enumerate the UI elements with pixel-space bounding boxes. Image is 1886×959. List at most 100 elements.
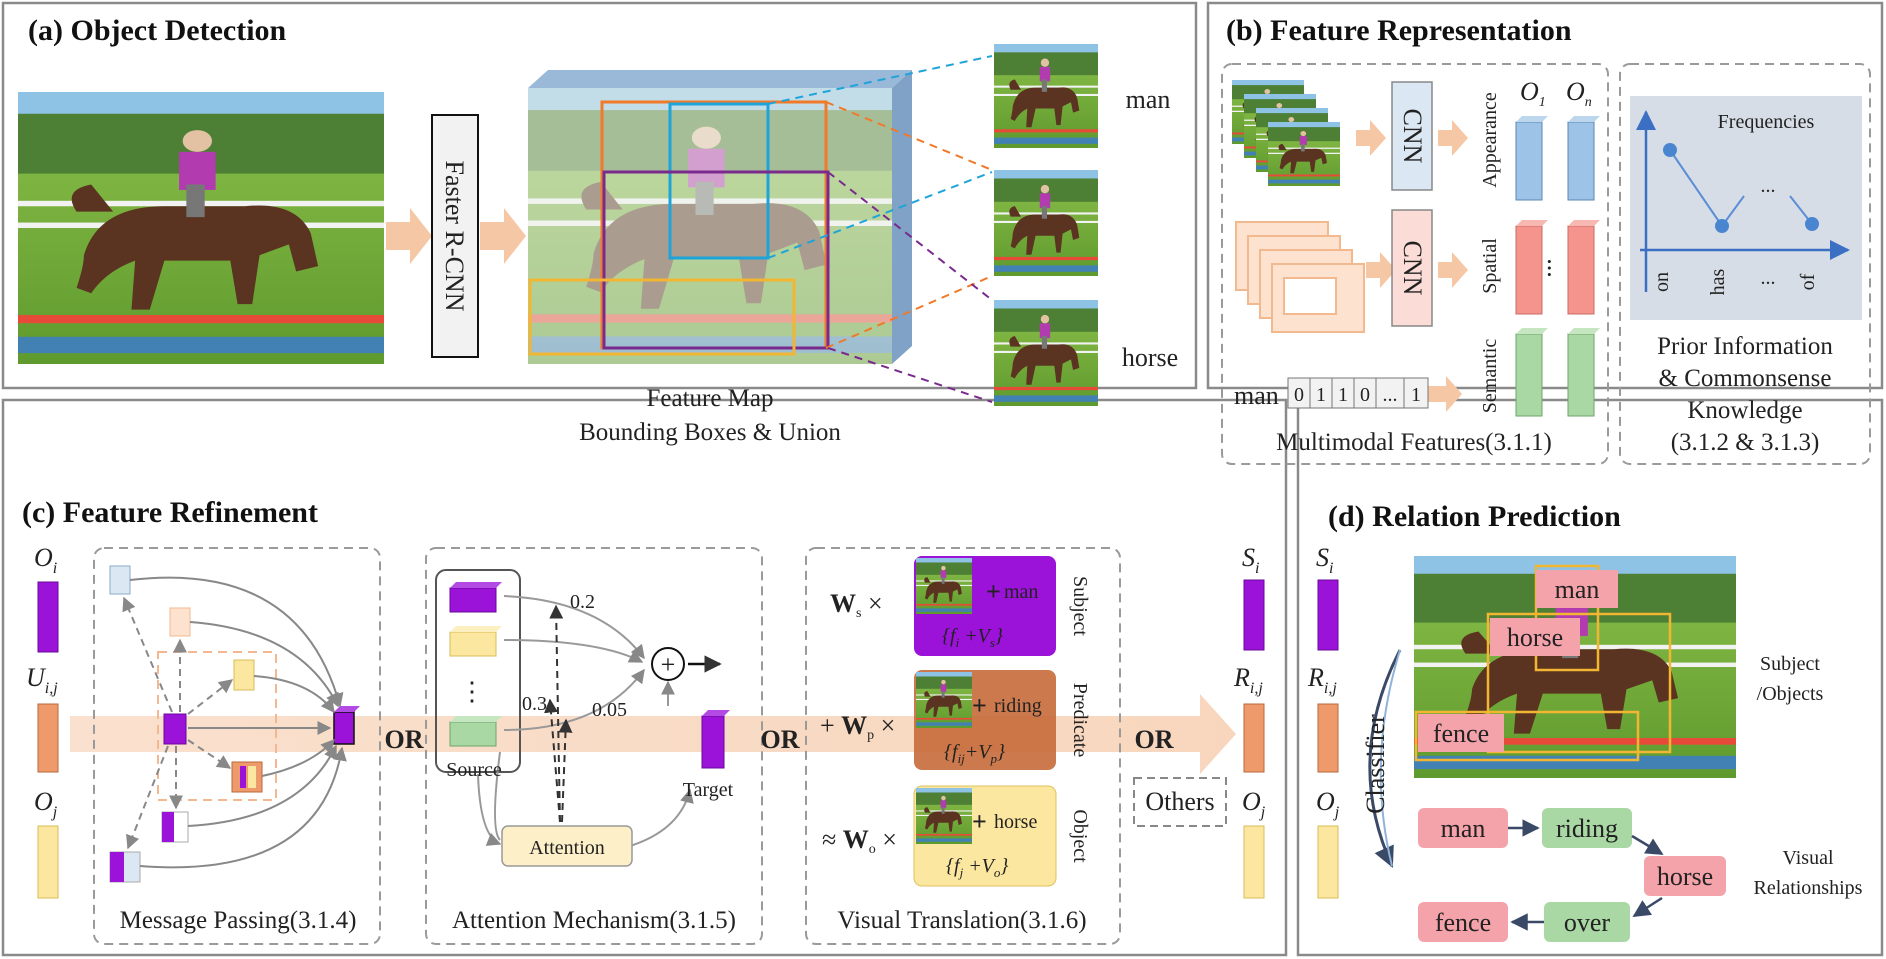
classifier-label: Classifier xyxy=(1361,714,1390,814)
svg-text:of: of xyxy=(1797,273,1819,290)
ws-term: Ws × xyxy=(830,589,883,621)
panel-a-title: (a) Object Detection xyxy=(28,14,287,47)
oi-bar xyxy=(37,581,59,653)
node-horse: horse xyxy=(1657,862,1713,891)
cnn-spatial: CNN xyxy=(1391,209,1433,327)
visual-relationships-caption-2: Relationships xyxy=(1754,877,1863,899)
bbox-man-blue xyxy=(668,102,770,260)
svg-text:CNN: CNN xyxy=(1398,241,1427,296)
oi-label: Oi xyxy=(34,543,57,577)
or-label-3: OR xyxy=(1135,725,1174,754)
prior-caption-1: Prior Information xyxy=(1657,333,1833,360)
o1-label: O1 xyxy=(1520,77,1546,110)
d-rij-label: Ri,j xyxy=(1307,663,1337,697)
svg-text:1: 1 xyxy=(1338,384,1348,406)
multimodal-group xyxy=(1221,63,1609,465)
onehot-vector: 0 1 1 0 ... 1 xyxy=(1287,377,1429,409)
svg-text:+: + xyxy=(661,650,676,679)
svg-text:+: + xyxy=(986,577,1001,606)
bbox-fence-yellow xyxy=(528,278,796,356)
spatial-masks xyxy=(1235,221,1365,333)
visual-translation-caption: Visual Translation(3.1.6) xyxy=(837,907,1086,934)
d-rij-bar xyxy=(1317,703,1339,773)
weight-1: 0.3 xyxy=(522,693,547,715)
crop-man xyxy=(994,44,1098,148)
visual-translation-group xyxy=(805,547,1121,945)
node-man: man xyxy=(1441,814,1486,843)
wo-term: ≈ Wo × xyxy=(822,825,897,857)
svg-text:1: 1 xyxy=(1411,384,1421,406)
crop-horse xyxy=(994,300,1098,406)
input-photo xyxy=(18,92,384,364)
uij-label: Ui,j xyxy=(26,663,58,697)
or-label-2: OR xyxy=(761,725,800,754)
multimodal-caption: Multimodal Features(3.1.1) xyxy=(1276,429,1552,456)
subject-objects-caption-2: /Objects xyxy=(1757,683,1824,705)
d-oj-bar xyxy=(1317,825,1339,899)
word-label-man: man xyxy=(1234,381,1279,410)
appearance-label: Appearance xyxy=(1479,92,1501,188)
target-label: Target xyxy=(683,779,734,801)
predicate-side-label: Predicate xyxy=(1069,683,1091,758)
arrow-detector-to-featuremap xyxy=(480,208,526,264)
attention-diagram: ⋮ + Attention 0.2 0.3 0.05 Source Target xyxy=(435,569,734,867)
relationship-graph: man riding horse fence over xyxy=(1418,808,1726,942)
svg-text:...: ... xyxy=(1383,384,1398,406)
feature-map-caption-2: Bounding Boxes & Union xyxy=(579,419,841,446)
visual-translation: Ws × + Wp × ≈ Wo × + man {fi +Vs} + ridi… xyxy=(820,556,1091,887)
pred-label-man: man xyxy=(1555,575,1600,604)
node-over: over xyxy=(1564,908,1611,937)
crop-connectors xyxy=(767,55,993,403)
feature-map xyxy=(528,70,912,364)
attention-box-label: Attention xyxy=(529,837,605,859)
message-passing-graph xyxy=(109,565,360,883)
visual-relationships-caption-1: Visual xyxy=(1782,847,1833,869)
predicate-word: riding xyxy=(994,695,1042,717)
pred-box-horse xyxy=(1486,612,1672,754)
d-oj-label: Oj xyxy=(1316,787,1340,821)
b-ellipsis: ... xyxy=(1542,258,1571,278)
message-passing-caption: Message Passing(3.1.4) xyxy=(120,907,357,934)
d-si-label: Si xyxy=(1316,543,1333,577)
crop-label-man: man xyxy=(1126,85,1171,114)
attention-caption: Attention Mechanism(3.1.5) xyxy=(452,907,736,934)
crop-union xyxy=(994,170,1098,276)
rij-out-label: Ri,j xyxy=(1233,663,1263,697)
node-riding: riding xyxy=(1556,814,1618,843)
svg-text:0: 0 xyxy=(1360,384,1370,406)
subject-word: man xyxy=(1004,581,1038,603)
oj-out-label: Oj xyxy=(1242,787,1266,821)
svg-text:⋮: ⋮ xyxy=(459,677,485,706)
source-label: Source xyxy=(446,759,502,781)
frequency-chart: ... Frequencies on has ... of xyxy=(1630,96,1862,320)
cnn-appearance: CNN xyxy=(1391,81,1433,191)
oj-out-bar xyxy=(1243,825,1265,899)
svg-text:has: has xyxy=(1707,268,1729,295)
d-si-bar xyxy=(1317,579,1339,651)
subject-side-label: Subject xyxy=(1069,576,1091,636)
message-passing-group xyxy=(93,547,381,945)
spatial-bars: ... xyxy=(1515,220,1600,315)
arrow-photo-to-detector xyxy=(386,208,432,264)
panel-d-title: (d) Relation Prediction xyxy=(1328,500,1621,533)
object-side-label: Object xyxy=(1069,809,1091,863)
oj-bar xyxy=(37,825,59,899)
faster-rcnn-label: Faster R-CNN xyxy=(440,161,469,312)
prior-group xyxy=(1619,63,1871,465)
svg-text:+: + xyxy=(972,691,987,720)
semantic-bars xyxy=(1515,328,1600,417)
subject-objects-caption-1: Subject xyxy=(1760,653,1820,675)
panel-a-frame xyxy=(1,1,1198,390)
attention-group xyxy=(425,547,763,945)
weight-2: 0.05 xyxy=(592,699,627,721)
svg-text:0: 0 xyxy=(1294,384,1304,406)
node-fence: fence xyxy=(1435,908,1491,937)
rij-out-bar xyxy=(1243,703,1265,773)
classifier-arrow: Classifier xyxy=(1361,649,1402,868)
si-out-label: Si xyxy=(1242,543,1259,577)
on-label: On xyxy=(1566,77,1592,110)
appearance-images xyxy=(1232,80,1340,186)
panel-c-title: (c) Feature Refinement xyxy=(22,496,318,529)
svg-text:on: on xyxy=(1651,272,1673,292)
